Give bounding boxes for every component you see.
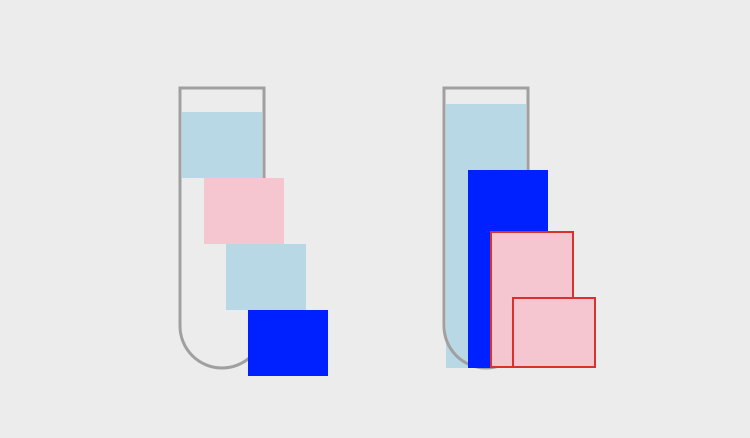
tube-2-block-pink-selected-top[interactable]: [512, 297, 596, 368]
tube-1-block-blue[interactable]: [248, 310, 328, 376]
tube-1-liquid: [182, 112, 262, 178]
tube-1-block-pink[interactable]: [204, 178, 284, 244]
tube-1-block-light-blue[interactable]: [226, 244, 306, 310]
